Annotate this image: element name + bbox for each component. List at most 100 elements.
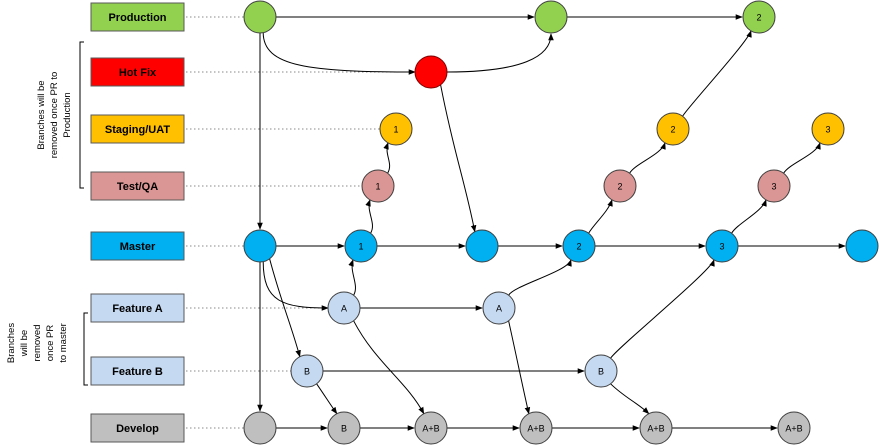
commit-circle-t2 [603, 169, 637, 203]
commit-circle-d1 [243, 411, 277, 445]
commit-circle-fa2 [482, 291, 516, 325]
commit-node-s2: 2 [656, 112, 690, 146]
commit-node-d5: A+B [639, 411, 673, 445]
branch-box-develop [90, 413, 185, 443]
commit-label-m5: 3 [719, 242, 724, 252]
commit-circle-t1 [361, 169, 395, 203]
commit-label-fa1: A [341, 304, 347, 314]
branch-label-production: Production [90, 2, 185, 32]
feature-branches-note: Branches will be removed once PR to mast… [6, 312, 88, 386]
commit-label-fb1: B [304, 367, 310, 377]
commit-node-t3: 3 [757, 169, 791, 203]
edge-t2-to-s2 [629, 142, 666, 174]
branch-label-test: Test/QA [90, 171, 185, 201]
edge-fb2-to-m5 [610, 259, 715, 359]
commit-circle-p1 [243, 0, 277, 34]
commit-node-d1 [243, 411, 277, 445]
commit-circle-m4 [562, 229, 596, 263]
feature-branches-note-line-3: removed [32, 325, 43, 362]
commit-circle-d6 [777, 411, 811, 445]
commit-label-s3: 3 [825, 125, 830, 135]
edge-fa2-to-m4 [508, 259, 572, 296]
commit-label-d6: A+B [785, 424, 802, 434]
branch-name-test: Test/QA [117, 181, 158, 193]
branch-box-staging [90, 114, 185, 144]
feature-branches-bracket [83, 312, 88, 386]
commit-circle-t3 [757, 169, 791, 203]
branch-name-master: Master [120, 241, 156, 253]
commit-circle-p3 [742, 0, 776, 34]
commit-node-fa2: A [482, 291, 516, 325]
edge-m5-to-t3 [731, 199, 767, 234]
edge-h1-to-p2 [446, 33, 554, 73]
release-branches-note-line-1: Branches will be [36, 80, 47, 149]
commit-circle-s1 [379, 112, 413, 146]
branch-box-hotfix [90, 57, 185, 87]
commit-circle-d2 [327, 411, 361, 445]
commit-node-d3: A+B [414, 411, 448, 445]
commit-label-t2: 2 [617, 182, 622, 192]
commit-circle-m5 [705, 229, 739, 263]
commit-node-m4: 2 [562, 229, 596, 263]
branch-label-feature-b: Feature B [90, 356, 185, 386]
commit-circle-m6 [845, 229, 879, 263]
edge-t3-to-s3 [783, 142, 821, 174]
commit-circle-m2 [344, 229, 378, 263]
commit-circle-m1 [243, 229, 277, 263]
guide-lines [186, 16, 415, 429]
commit-circle-s2 [656, 112, 690, 146]
commit-node-p1 [243, 0, 277, 34]
commit-circle-d5 [639, 411, 673, 445]
commit-node-s3: 3 [811, 112, 845, 146]
commit-label-t1: 1 [375, 182, 380, 192]
feature-branches-note-line-4: once PR [45, 325, 56, 362]
commit-node-m5: 3 [705, 229, 739, 263]
feature-branches-note-line-2: will be [19, 330, 30, 357]
branch-name-feature-a: Feature A [112, 303, 162, 315]
edge-m1-to-fa1 [262, 261, 329, 311]
commit-label-s1: 1 [393, 125, 398, 135]
release-branches-note: Branches will be removed once PR to Prod… [36, 41, 84, 189]
commit-node-p3: 2 [742, 0, 776, 34]
commit-label-m2: 1 [358, 242, 363, 252]
edge-m4-to-t2 [588, 199, 613, 234]
edge-m2-to-t1 [365, 199, 373, 234]
commit-edges [257, 14, 846, 431]
branch-name-feature-b: Feature B [112, 366, 163, 378]
branch-label-feature-a: Feature A [90, 293, 185, 323]
commit-label-d3: A+B [422, 424, 439, 434]
commit-node-m6 [845, 229, 879, 263]
commit-node-fb2: B [584, 354, 618, 388]
commit-label-fa2: A [496, 304, 502, 314]
commit-node-m1 [243, 229, 277, 263]
commit-circle-p2 [534, 0, 568, 34]
commit-circle-fb1 [290, 354, 324, 388]
commit-node-h1 [414, 55, 448, 89]
branch-label-develop: Develop [90, 413, 185, 443]
edge-fb1-to-d2 [316, 383, 338, 415]
commit-node-m2: 1 [344, 229, 378, 263]
commit-node-d2: B [327, 411, 361, 445]
edge-t1-to-s1 [383, 142, 391, 174]
branch-box-feature-a [90, 293, 185, 323]
branch-name-staging: Staging/UAT [105, 124, 170, 136]
edge-fa1-to-d3 [353, 320, 425, 415]
commit-label-s2: 2 [670, 125, 675, 135]
commit-circle-d4 [519, 411, 553, 445]
branch-name-production: Production [108, 12, 166, 24]
branch-box-production [90, 2, 185, 32]
commit-circle-fa1 [327, 291, 361, 325]
commit-circle-d3 [414, 411, 448, 445]
branch-box-test [90, 171, 185, 201]
release-branches-note-line-3: Production [62, 92, 73, 137]
commit-node-fa1: A [327, 291, 361, 325]
release-branches-bracket [79, 41, 84, 189]
branch-box-master [90, 231, 185, 261]
commit-circle-m3 [465, 229, 499, 263]
branch-name-develop: Develop [116, 423, 159, 435]
commit-label-t3: 3 [771, 182, 776, 192]
commit-label-fb2: B [598, 367, 604, 377]
feature-branches-note-line-1: Branches [6, 323, 17, 363]
